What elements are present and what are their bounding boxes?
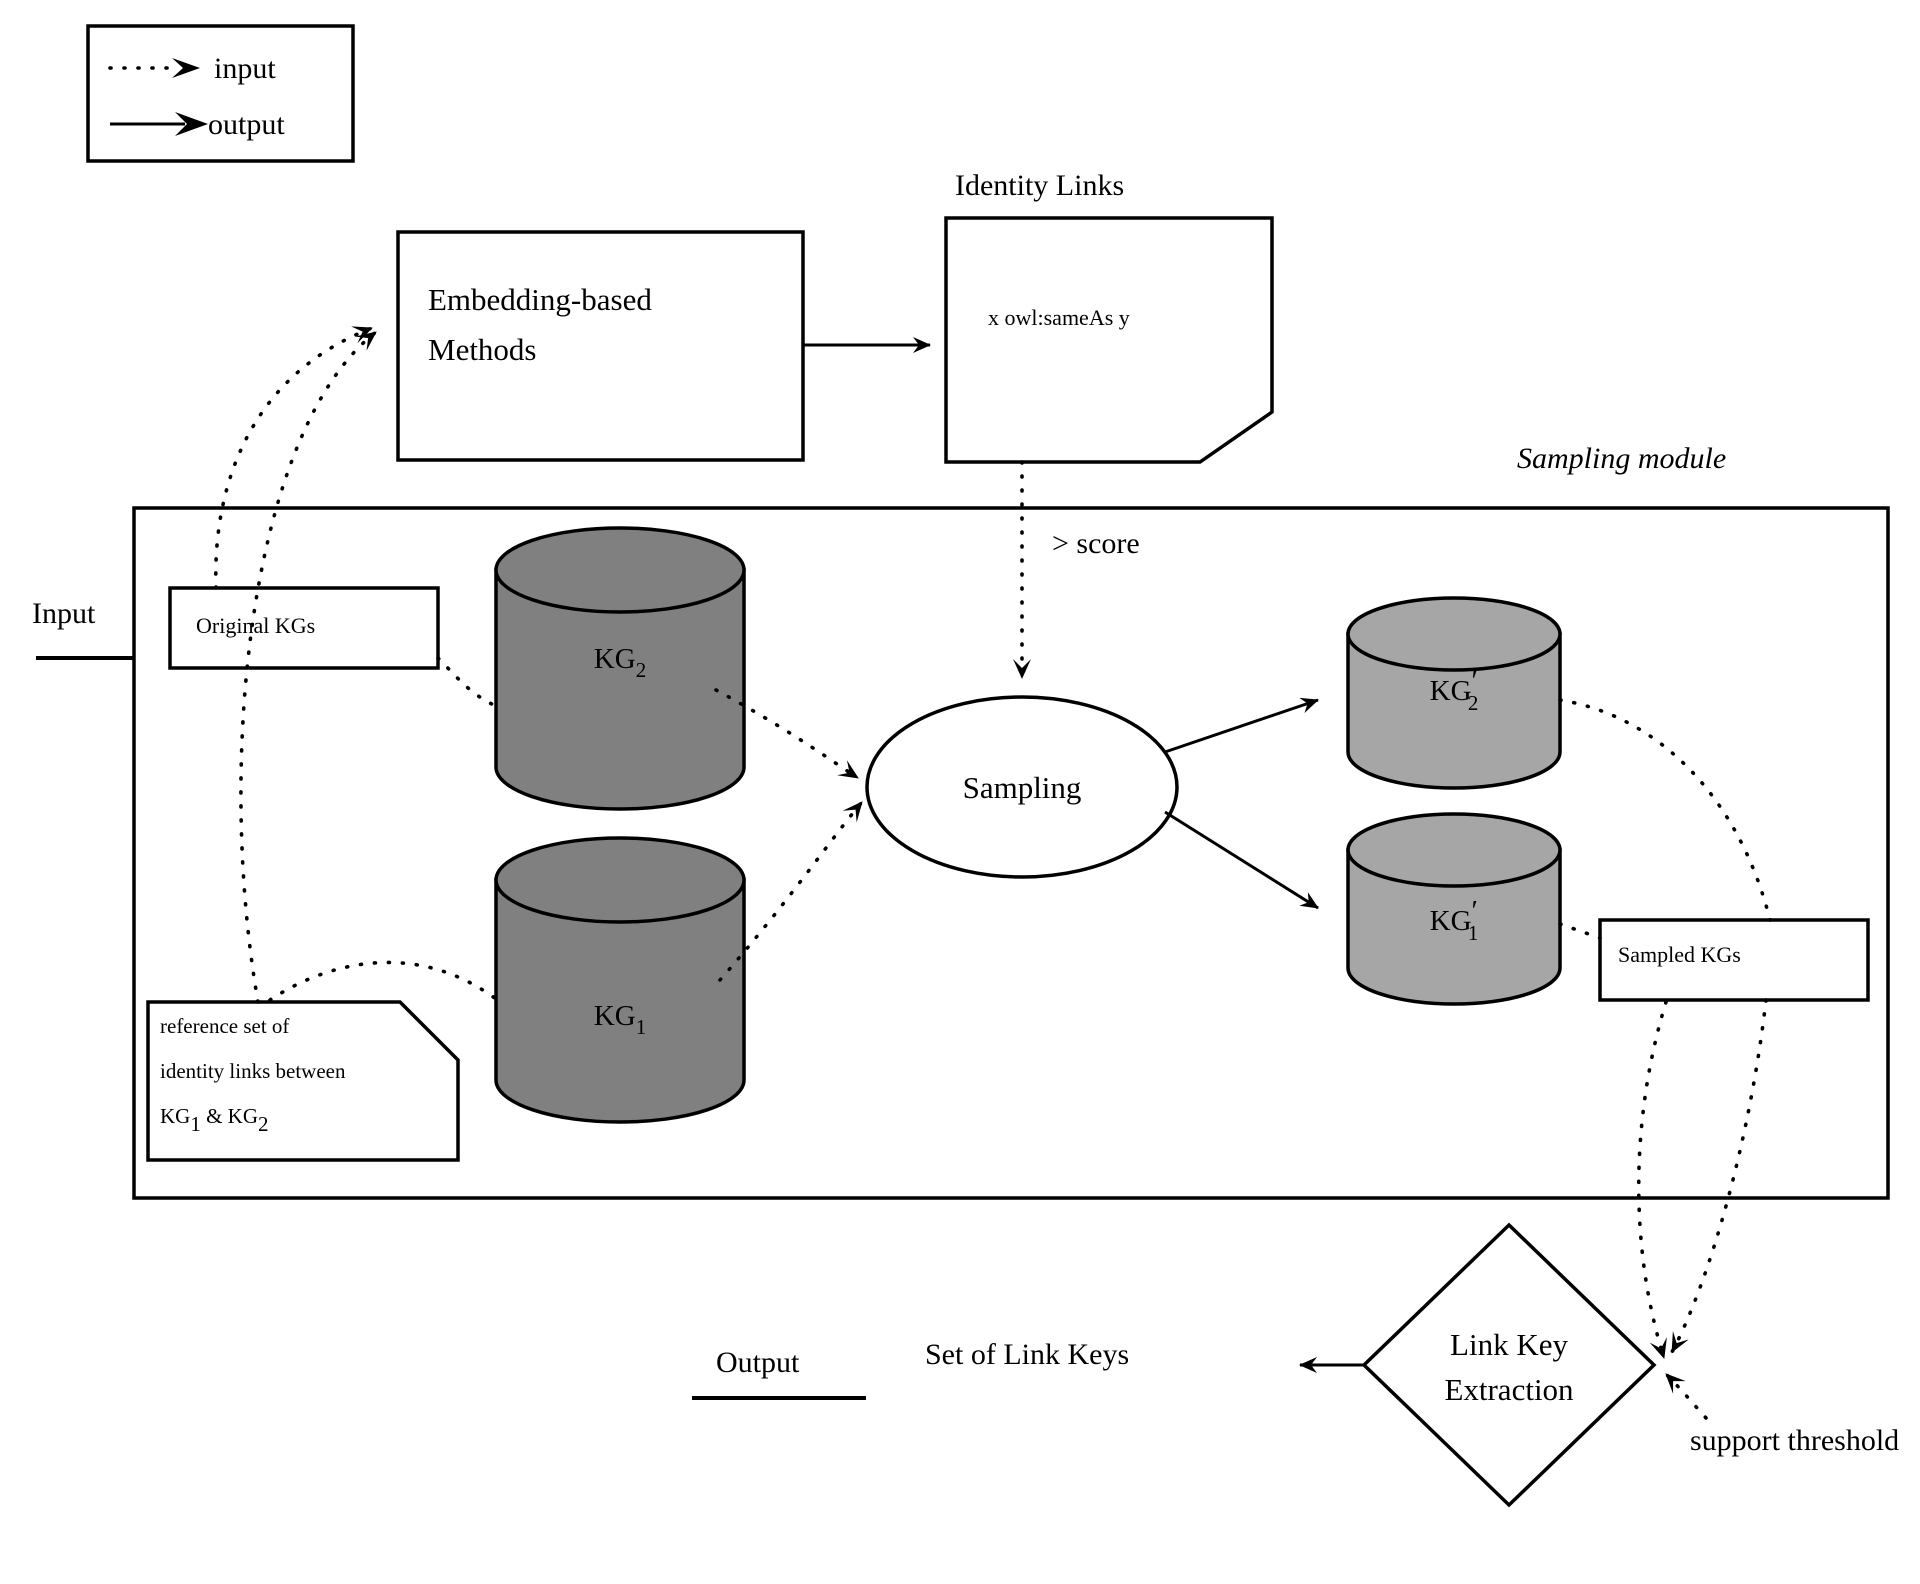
edge-sampled-kgs-to-extraction [1670, 998, 1768, 1354]
cylinder-kg2-sub: 2 [636, 658, 647, 682]
reference-set-line2: identity links between [160, 1059, 346, 1083]
reference-set-line1: reference set of [160, 1014, 289, 1038]
legend-output-arrow-icon [110, 112, 208, 136]
edge-original-kgs-to-kg2 [436, 656, 498, 708]
reference-set-box[interactable]: reference set of identity links between … [146, 1000, 460, 1162]
cylinder-kg2-prime-base: KG [1430, 675, 1472, 707]
reference-set-kg1-base: KG [160, 1104, 190, 1128]
edge-reference-set-to-methods [239, 330, 378, 1004]
reference-set-kg2-sub: 2 [258, 1112, 269, 1136]
edge-kg1-prime-path-to-extraction [1636, 1000, 1668, 1360]
edge-original-kgs-to-methods [214, 326, 374, 590]
sampling-node[interactable]: Sampling [865, 695, 1179, 879]
identity-links-node[interactable]: Identity Links x owl:sameAs y [944, 169, 1274, 464]
legend-output-label: output [208, 108, 285, 141]
edge-sampling-to-kg1-prime [1164, 810, 1319, 910]
output-marker: Output [692, 1346, 866, 1400]
reference-set-amp: & KG [201, 1104, 258, 1128]
original-kgs-box[interactable]: Original KGs [168, 586, 440, 670]
sampled-kgs-box[interactable]: Sampled KGs [1598, 918, 1870, 1002]
cylinder-kg2-prime[interactable]: KG′2 [1346, 596, 1562, 790]
cylinder-kg1-prime-base: KG [1430, 905, 1472, 937]
link-key-extraction-line1: Link Key [1450, 1327, 1568, 1362]
score-label: > score [1052, 527, 1140, 560]
reference-set-kg1-sub: 1 [190, 1112, 201, 1136]
embedding-methods-line2: Methods [428, 332, 537, 367]
link-key-extraction-node[interactable]: Link Key Extraction [1361, 1222, 1657, 1508]
cylinder-kg1-sub: 1 [636, 1015, 647, 1039]
sampled-kgs-label: Sampled KGs [1618, 942, 1741, 967]
cylinder-kg2-prime-mark: ′ [1472, 665, 1478, 697]
link-key-extraction-line2: Extraction [1444, 1372, 1574, 1407]
output-label: Output [716, 1346, 800, 1379]
edge-reference-set-to-kg1 [268, 960, 502, 1004]
cylinder-kg1-prime-mark: ′ [1472, 895, 1478, 927]
cylinder-kg2-prime-sub: 2 [1468, 691, 1479, 715]
support-threshold-label: support threshold [1690, 1424, 1899, 1457]
edge-sampling-to-kg2-prime [1164, 697, 1319, 754]
legend-box: input output [86, 24, 355, 163]
sampling-module-title: Sampling module [1517, 442, 1726, 475]
reference-set-line3: KG1 & KG2 [160, 1104, 269, 1136]
cylinder-kg2-label: KG2 [594, 643, 646, 682]
edge-kg2-to-sampling [714, 688, 860, 780]
cylinder-kg1-base: KG [594, 1000, 636, 1032]
cylinder-kg1-prime-sub: 1 [1468, 921, 1479, 945]
cylinder-kg1-prime[interactable]: KG′1 [1346, 812, 1562, 1006]
cylinder-kg2-base: KG [594, 643, 636, 675]
cylinder-kg2[interactable]: KG2 [494, 526, 746, 811]
input-label: Input [32, 597, 96, 630]
sampling-label: Sampling [963, 770, 1082, 805]
legend-input-label: input [214, 52, 276, 85]
legend-input-arrow-icon [108, 58, 200, 78]
embedding-methods-box[interactable]: Embedding-based Methods [396, 230, 805, 462]
edge-support-threshold-to-extraction [1664, 1372, 1708, 1420]
original-kgs-label: Original KGs [196, 613, 315, 638]
input-marker: Input [32, 597, 134, 660]
cylinder-kg1-label: KG1 [594, 1000, 646, 1039]
identity-links-title: Identity Links [955, 169, 1124, 202]
cylinder-kg1[interactable]: KG1 [494, 836, 746, 1124]
cylinder-kg2-prime-label: KG′2 [1430, 665, 1479, 715]
identity-links-content: x owl:sameAs y [988, 305, 1130, 330]
set-of-link-keys-label: Set of Link Keys [925, 1338, 1129, 1371]
embedding-methods-line1: Embedding-based [428, 282, 652, 317]
cylinder-kg1-prime-label: KG′1 [1430, 895, 1479, 945]
